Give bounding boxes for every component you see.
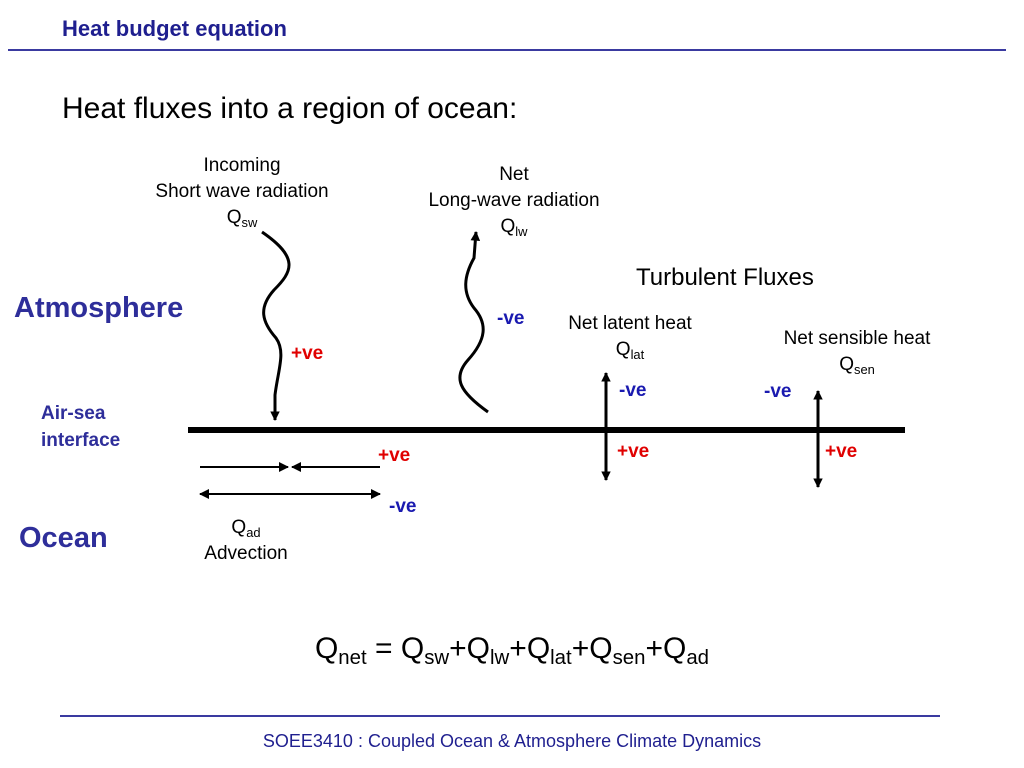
latent-line1: Net latent heat bbox=[568, 313, 692, 334]
sensible-heat-label: Net sensible heat Qsen bbox=[757, 326, 957, 378]
shortwave-line1: Incoming bbox=[203, 155, 281, 176]
atmosphere-label: Atmosphere bbox=[14, 292, 184, 324]
footer-divider bbox=[60, 715, 940, 717]
longwave-symbol: Qlw bbox=[500, 216, 528, 239]
shortwave-line2: Short wave radiation bbox=[155, 181, 329, 202]
longwave-label: Net Long-wave radiation Qlw bbox=[399, 162, 629, 240]
interface-label-line1: Air-sea bbox=[41, 403, 106, 424]
latent-sign-up: -ve bbox=[619, 380, 647, 401]
slide-heading: Heat fluxes into a region of ocean: bbox=[62, 92, 518, 125]
advection-symbol: Qad bbox=[231, 517, 261, 540]
eq-term-lw: Qlw bbox=[466, 632, 510, 670]
latent-symbol: Qlat bbox=[615, 339, 645, 362]
sensible-symbol: Qsen bbox=[839, 354, 875, 377]
shortwave-symbol: Qsw bbox=[226, 207, 258, 230]
eq-term-sen: Qsen bbox=[589, 632, 646, 670]
interface-label-line2: interface bbox=[41, 430, 121, 451]
eq-lhs: Qnet bbox=[314, 632, 367, 670]
heat-budget-equation: Qnet = Qsw+Qlw+Qlat+Qsen+Qad bbox=[0, 632, 1024, 670]
advection-sign-diverge: -ve bbox=[389, 496, 417, 517]
sensible-sign-down: +ve bbox=[825, 441, 858, 462]
longwave-arrow bbox=[458, 231, 489, 414]
ocean-label: Ocean bbox=[19, 522, 108, 554]
longwave-sign: -ve bbox=[497, 308, 525, 329]
eq-term-lat: Qlat bbox=[526, 632, 572, 670]
eq-term-ad: Qad bbox=[663, 632, 710, 670]
slide-title: Heat budget equation bbox=[62, 16, 287, 41]
shortwave-sign: +ve bbox=[291, 343, 324, 364]
title-divider bbox=[8, 49, 1006, 51]
eq-term-sw: Qsw bbox=[400, 632, 450, 670]
eq-plus: + bbox=[571, 632, 590, 665]
interface-label: Air-sea interface bbox=[41, 400, 120, 454]
turbulent-fluxes-title: Turbulent Fluxes bbox=[636, 264, 814, 291]
longwave-line2: Long-wave radiation bbox=[428, 190, 600, 211]
latent-heat-label: Net latent heat Qlat bbox=[540, 311, 720, 363]
eq-plus: + bbox=[509, 632, 527, 665]
advection-label: Qad Advection bbox=[166, 515, 326, 567]
longwave-line1: Net bbox=[499, 164, 529, 185]
footer-text: SOEE3410 : Coupled Ocean & Atmosphere Cl… bbox=[262, 731, 762, 751]
shortwave-arrow bbox=[261, 230, 291, 421]
eq-plus: + bbox=[449, 632, 467, 665]
eq-equals: = bbox=[375, 632, 393, 665]
shortwave-label: Incoming Short wave radiation Qsw bbox=[127, 153, 357, 231]
latent-sign-down: +ve bbox=[617, 441, 650, 462]
advection-sign-converge: +ve bbox=[378, 445, 411, 466]
sensible-sign-up: -ve bbox=[764, 381, 792, 402]
sensible-line1: Net sensible heat bbox=[783, 328, 931, 349]
eq-plus: + bbox=[645, 632, 663, 665]
advection-text: Advection bbox=[204, 543, 288, 564]
